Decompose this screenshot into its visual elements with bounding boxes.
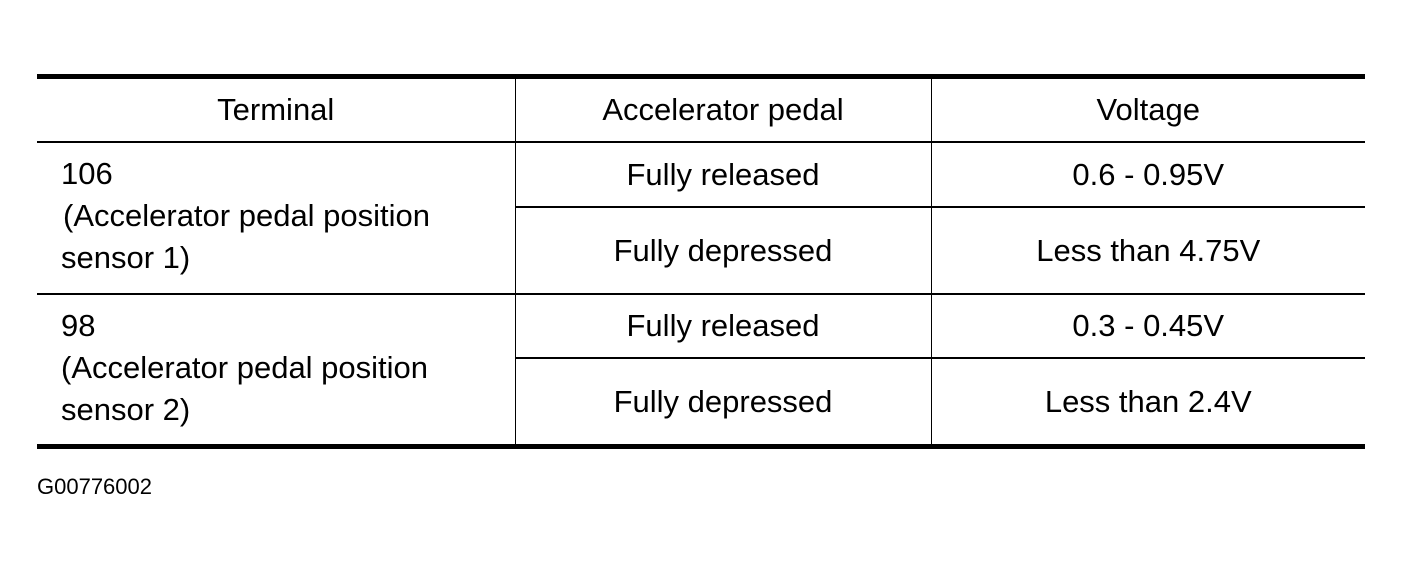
voltage-cell: Less than 4.75V (930, 206, 1365, 295)
voltage-cell: 0.3 - 0.45V (930, 293, 1365, 359)
header-voltage: Voltage (930, 76, 1365, 143)
terminal-description: (Accelerator pedal position (63, 198, 431, 233)
header-row: Terminal Accelerator pedal Voltage (37, 76, 1365, 143)
terminal-description: sensor 1) (61, 240, 191, 275)
terminal-cell-sensor-2: 98 (Accelerator pedal position sensor 2) (37, 293, 516, 448)
terminal-description: (Accelerator pedal position (61, 350, 429, 385)
table-row: Fully depressed Less than 2.4V (37, 357, 1365, 447)
table-row: 98 (Accelerator pedal position sensor 2)… (37, 293, 1365, 448)
terminal-number: 98 (61, 308, 96, 343)
header-accelerator-pedal: Accelerator pedal (514, 76, 932, 143)
pedal-state-cell: Fully released (514, 293, 932, 359)
table-row: Fully depressed Less than 4.75V (37, 206, 1365, 295)
pedal-state-cell: Fully released (514, 141, 932, 208)
terminal-number: 106 (61, 156, 113, 191)
table-row: 106 (Accelerator pedal position sensor 1… (37, 141, 1365, 295)
voltage-cell: 0.6 - 0.95V (930, 141, 1365, 208)
terminal-description: sensor 2) (61, 392, 191, 427)
pedal-state-cell: Fully depressed (515, 357, 932, 447)
pedal-state-cell: Fully depressed (515, 206, 932, 295)
voltage-cell: Less than 2.4V (930, 357, 1365, 447)
terminal-cell-sensor-1: 106 (Accelerator pedal position sensor 1… (37, 141, 516, 295)
spec-table: Terminal Accelerator pedal Voltage 106 (… (37, 74, 1365, 449)
figure-id: G00776002 (37, 474, 152, 499)
header-terminal: Terminal (37, 76, 516, 143)
